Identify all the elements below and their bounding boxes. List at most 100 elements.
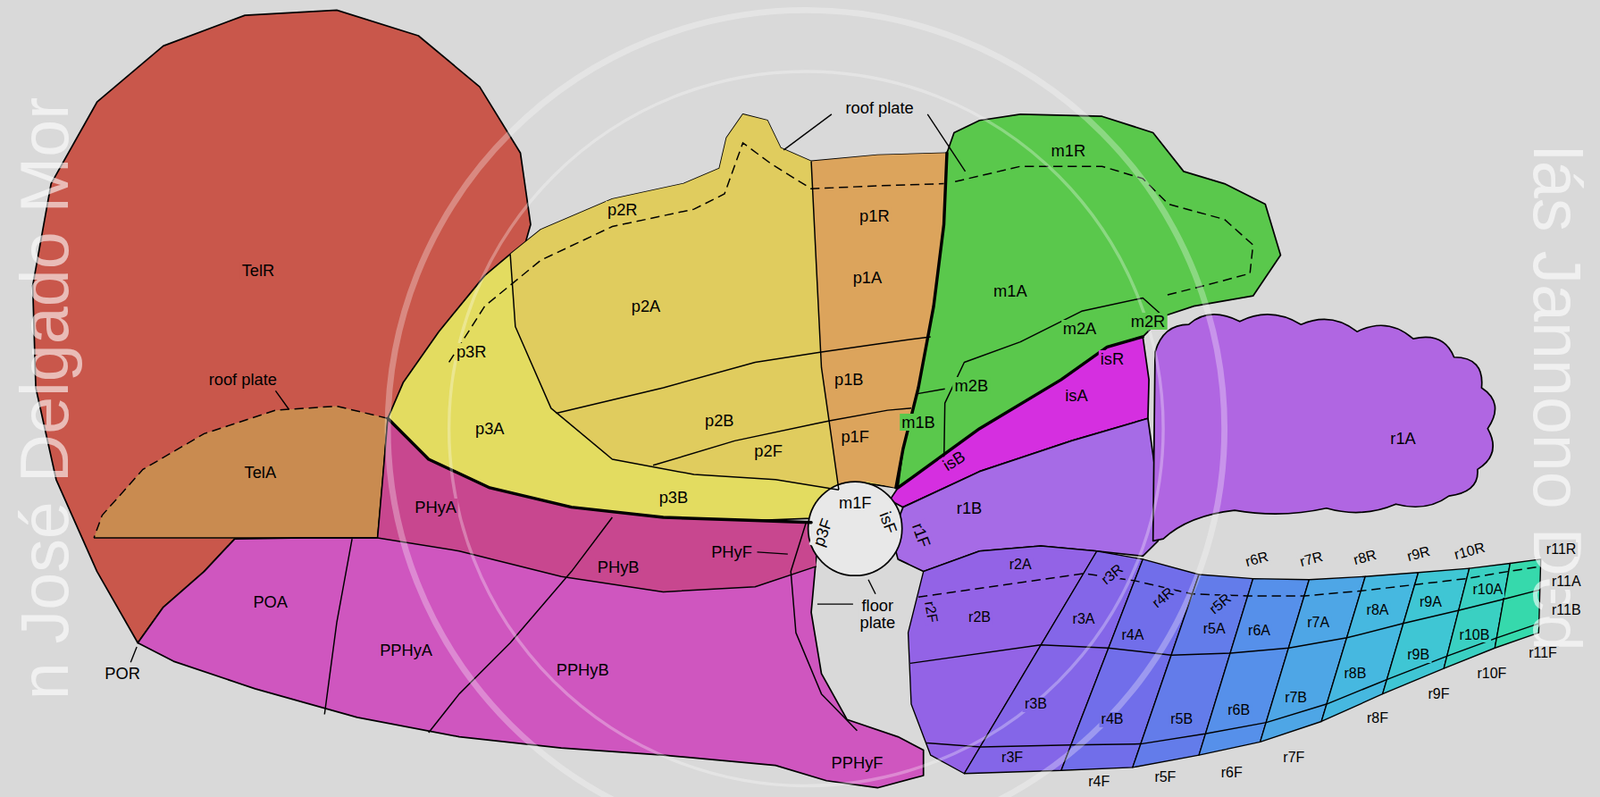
label-anchor: roof plate bbox=[843, 99, 915, 118]
region-label: r9B bbox=[1405, 647, 1432, 663]
region-label: r8R bbox=[1350, 546, 1381, 569]
region-label: p2R bbox=[605, 201, 640, 218]
phy-a-b-boundary bbox=[428, 517, 613, 733]
region-label: p3B bbox=[657, 488, 691, 506]
region-label: r11R bbox=[1544, 542, 1579, 558]
region-label: r2B bbox=[966, 610, 993, 626]
region-label: r3A bbox=[1071, 611, 1098, 628]
label-anchor: r6R bbox=[1241, 547, 1272, 570]
region-label: PPHyB bbox=[554, 661, 612, 679]
cerebellum-region bbox=[1153, 314, 1496, 541]
label-anchor: p3F bbox=[808, 514, 837, 551]
label-anchor: r5F bbox=[1152, 769, 1178, 786]
region-label: r2A bbox=[1007, 557, 1034, 573]
watermark-seal-ring bbox=[449, 71, 1164, 786]
label-anchor: r5A bbox=[1201, 620, 1228, 637]
label-anchor: r4F bbox=[1086, 773, 1112, 790]
label-anchor: p1B bbox=[832, 370, 866, 389]
region-label: r4F bbox=[1086, 774, 1112, 790]
label-anchor: r10B bbox=[1457, 627, 1492, 644]
region-label: m2R bbox=[1129, 312, 1168, 330]
label-anchor: isF bbox=[874, 507, 900, 538]
region-label: r3F bbox=[999, 750, 1025, 766]
region-label: r5R bbox=[1206, 589, 1237, 619]
label-anchor: r1B bbox=[954, 499, 984, 518]
region-label: p2B bbox=[703, 411, 737, 429]
label-anchor: r2F bbox=[920, 598, 941, 627]
region-label: m1B bbox=[899, 413, 938, 431]
label-anchor: r8F bbox=[1365, 710, 1391, 727]
label-anchor: r7B bbox=[1282, 689, 1309, 706]
label-anchor: m2B bbox=[953, 376, 991, 395]
region-label: r11B bbox=[1549, 603, 1584, 619]
region-label: PHyB bbox=[595, 558, 642, 576]
region-label: PPHyA bbox=[377, 641, 435, 659]
label-anchor: POA bbox=[251, 593, 290, 612]
label-anchor: m1F bbox=[837, 494, 874, 512]
label-anchor: roof plate bbox=[207, 370, 279, 389]
label-anchor: floor plate bbox=[857, 596, 897, 632]
label-anchor: TelR bbox=[240, 261, 277, 280]
leader-line bbox=[817, 603, 854, 604]
label-anchor: p1A bbox=[851, 268, 885, 287]
region-label: r6A bbox=[1246, 623, 1273, 639]
telencephalon-alar-region bbox=[93, 406, 388, 539]
region-label: POR bbox=[102, 664, 143, 682]
label-anchor: POR bbox=[102, 664, 143, 683]
label-anchor: PPHyB bbox=[554, 661, 612, 679]
region-label: p3R bbox=[454, 343, 489, 361]
region-label: m2A bbox=[1061, 319, 1099, 337]
region-label: r11F bbox=[1526, 645, 1559, 662]
label-anchor: PHyA bbox=[412, 498, 459, 517]
leader-line bbox=[783, 114, 832, 151]
region-label: r1A bbox=[1388, 429, 1417, 447]
label-anchor: r4A bbox=[1119, 627, 1146, 644]
label-anchor: r2B bbox=[966, 609, 993, 626]
region-label: r6R bbox=[1242, 548, 1273, 570]
label-anchor: TelA bbox=[242, 463, 279, 482]
region-label: r9R bbox=[1403, 544, 1433, 566]
region-label: r10A bbox=[1470, 582, 1505, 598]
poa-boundary bbox=[324, 538, 352, 714]
region-label: r9A bbox=[1417, 594, 1444, 611]
region-label: p1R bbox=[857, 207, 892, 225]
label-anchor: isR bbox=[1098, 350, 1126, 369]
region-label: r8A bbox=[1365, 603, 1391, 619]
label-anchor: p2A bbox=[629, 297, 663, 316]
region-label: isR bbox=[1098, 350, 1126, 368]
diencephalon-basal-floor-line bbox=[653, 408, 912, 466]
region-label: r5B bbox=[1168, 712, 1195, 728]
region-label: p3A bbox=[473, 419, 507, 437]
region-label: r4A bbox=[1119, 628, 1146, 644]
label-anchor: PPHyF bbox=[829, 753, 886, 772]
label-anchor: isA bbox=[1063, 386, 1090, 405]
label-anchor: m1B bbox=[899, 413, 938, 432]
label-anchor: r9B bbox=[1405, 646, 1432, 663]
label-anchor: r10R bbox=[1450, 538, 1489, 563]
label-anchor: r3F bbox=[999, 749, 1025, 766]
leader-line bbox=[868, 579, 876, 595]
region-label: r4B bbox=[1099, 712, 1126, 728]
region-label: p2A bbox=[629, 297, 663, 315]
label-anchor: r7F bbox=[1281, 749, 1307, 766]
region-label: p3F bbox=[808, 514, 836, 551]
region-label: r7B bbox=[1282, 690, 1309, 706]
region-label: p2F bbox=[752, 442, 785, 460]
label-anchor: r8A bbox=[1365, 602, 1391, 619]
region-label: floor plate bbox=[857, 596, 897, 631]
region-label: m1R bbox=[1049, 142, 1089, 160]
label-anchor: r3R bbox=[1097, 560, 1128, 590]
label-anchor: r8R bbox=[1350, 545, 1381, 569]
diencephalon-roof-plate-dashed-line bbox=[449, 142, 945, 363]
label-anchor: p2F bbox=[752, 442, 785, 461]
diencephalon-midbrain-boundary bbox=[896, 152, 947, 488]
region-label: r2F bbox=[921, 598, 940, 626]
label-anchor: r10F bbox=[1474, 665, 1508, 682]
region-label: r8B bbox=[1341, 666, 1368, 682]
region-label: p1F bbox=[838, 427, 872, 445]
label-anchor: m1A bbox=[991, 282, 1030, 301]
label-anchor: r7A bbox=[1305, 614, 1332, 631]
